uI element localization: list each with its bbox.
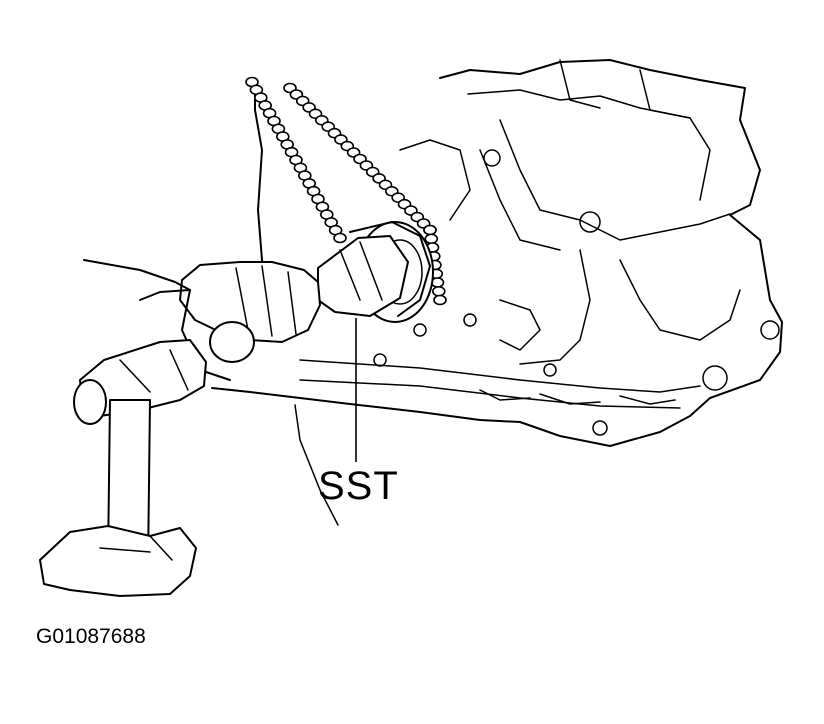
chain-link <box>333 232 347 244</box>
hand-holding-tool <box>83 259 321 381</box>
chain-link <box>433 294 447 306</box>
sst-callout-label: SST <box>318 464 399 508</box>
hand-gripping-hammer <box>39 525 197 597</box>
hammer <box>73 339 207 567</box>
engine-block <box>211 59 783 526</box>
chain-link <box>424 233 439 245</box>
sst-tool <box>317 235 409 317</box>
chain-link <box>423 224 437 236</box>
figure-id: G01087688 <box>36 625 146 648</box>
chain-link <box>431 285 446 297</box>
